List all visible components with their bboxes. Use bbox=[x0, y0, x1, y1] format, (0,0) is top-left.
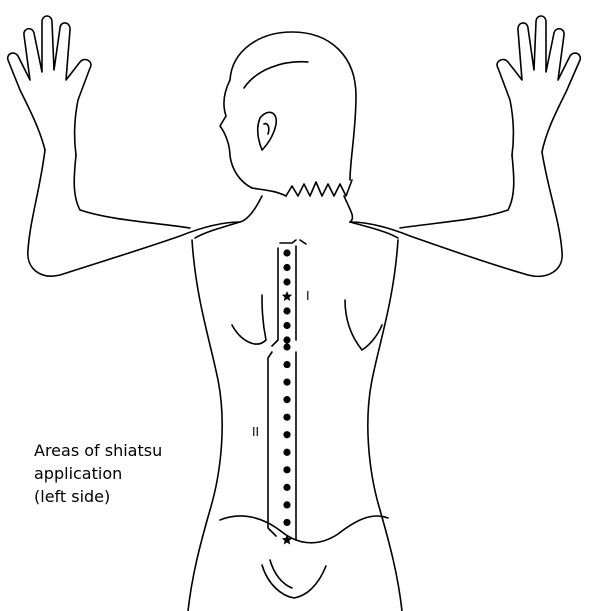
head-outline bbox=[230, 32, 356, 180]
torso-right-outline bbox=[368, 240, 402, 611]
spine-bracket-top bbox=[280, 240, 306, 244]
left-shoulder-blade bbox=[232, 295, 266, 344]
shiatsu-point bbox=[283, 414, 290, 421]
shiatsu-point bbox=[283, 336, 290, 343]
caption-line-1: Areas of shiatsu bbox=[34, 439, 162, 462]
face-profile bbox=[220, 80, 252, 188]
lower-back-curve bbox=[220, 516, 388, 543]
right-shoulder-blade bbox=[345, 300, 382, 350]
shiatsu-point bbox=[283, 278, 290, 285]
right-hand-outline bbox=[497, 16, 580, 155]
shiatsu-point bbox=[283, 449, 290, 456]
spine-line-upper bbox=[272, 248, 278, 346]
shiatsu-point bbox=[283, 378, 290, 385]
shiatsu-point bbox=[283, 307, 290, 314]
shiatsu-point bbox=[283, 519, 290, 526]
torso-left-outline bbox=[188, 240, 222, 611]
shiatsu-point bbox=[283, 264, 290, 271]
hair-nape bbox=[286, 180, 352, 196]
shiatsu-point bbox=[283, 361, 290, 368]
ear bbox=[258, 112, 276, 150]
shiatsu-point bbox=[283, 249, 290, 256]
shiatsu-star-point bbox=[282, 291, 292, 301]
shiatsu-point bbox=[283, 396, 290, 403]
caption-line-3: (left side) bbox=[34, 485, 162, 508]
spine-line-lower bbox=[268, 352, 276, 536]
shiatsu-point bbox=[283, 431, 290, 438]
region-label-1: I bbox=[306, 289, 310, 303]
shiatsu-point bbox=[283, 484, 290, 491]
right-arm-outline bbox=[350, 152, 562, 276]
shiatsu-points bbox=[282, 249, 292, 544]
left-arm-outline bbox=[28, 150, 240, 276]
left-hand-outline bbox=[8, 16, 91, 155]
caption: Areas of shiatsu application (left side) bbox=[34, 439, 162, 508]
caption-line-2: application bbox=[34, 462, 162, 485]
shiatsu-point bbox=[283, 501, 290, 508]
shiatsu-point bbox=[283, 343, 290, 350]
neck-right bbox=[344, 196, 352, 222]
neck-left bbox=[240, 196, 262, 222]
shiatsu-point bbox=[283, 322, 290, 329]
region-label-2: II bbox=[252, 425, 259, 439]
shiatsu-star-point bbox=[282, 535, 292, 545]
shiatsu-point bbox=[283, 466, 290, 473]
